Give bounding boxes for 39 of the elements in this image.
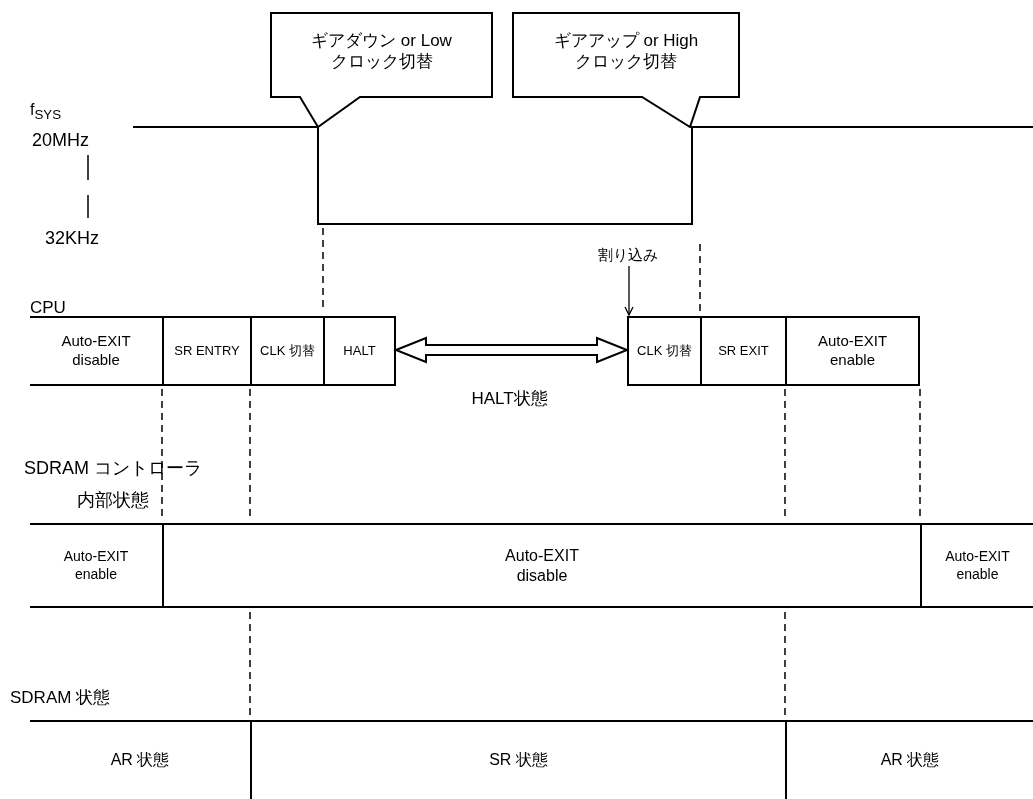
state-label: AR 状態 xyxy=(109,750,171,770)
edge-label: HALT状態 xyxy=(471,387,548,410)
state-label: Auto-EXIT disable xyxy=(504,545,580,586)
timing-cell xyxy=(250,720,785,799)
timing-cell xyxy=(785,720,1033,799)
callout-bubble xyxy=(512,12,740,128)
state-label: HALT xyxy=(342,342,377,360)
signal-name: 32KHz xyxy=(45,228,100,249)
timing-cell xyxy=(162,316,250,386)
timing-cell xyxy=(323,316,396,386)
state-label: SR ENTRY xyxy=(173,342,241,360)
state-label: AR 状態 xyxy=(879,750,941,770)
state-label: SR EXIT xyxy=(717,342,770,360)
double-arrow xyxy=(393,336,630,364)
signal-name: 20MHz xyxy=(32,130,89,151)
timing-cell xyxy=(30,523,162,608)
timing-cell xyxy=(700,316,785,386)
interrupt-label: 割り込み xyxy=(597,245,659,265)
state-label: CLK 切替 xyxy=(259,342,316,360)
timing-cell xyxy=(30,316,162,386)
state-label: CLK 切替 xyxy=(636,342,693,360)
callout-bubble xyxy=(270,12,493,128)
signal-name: CPU xyxy=(30,298,66,318)
state-label: Auto-EXIT enable xyxy=(816,332,889,370)
signal-name: SDRAM 状態 xyxy=(10,687,111,709)
signal-name: SDRAM コントローラ内部状態 xyxy=(23,457,203,513)
callout-text: ギアアップ or High クロック切替 xyxy=(552,30,700,73)
timing-cell xyxy=(250,316,323,386)
state-label: Auto-EXIT enable xyxy=(944,548,1011,583)
timing-cell xyxy=(627,316,700,386)
timing-cell xyxy=(162,523,920,608)
state-label: Auto-EXIT enable xyxy=(62,548,130,583)
state-label: SR 状態 xyxy=(488,750,549,770)
arrow xyxy=(624,265,634,316)
state-label: Auto-EXIT disable xyxy=(60,332,132,370)
signal-name: f$_{SYS}$ xyxy=(30,101,62,123)
timing-cell xyxy=(785,316,920,386)
timing-cell xyxy=(920,523,1033,608)
callout-text: ギアダウン or Low クロック切替 xyxy=(310,30,453,73)
